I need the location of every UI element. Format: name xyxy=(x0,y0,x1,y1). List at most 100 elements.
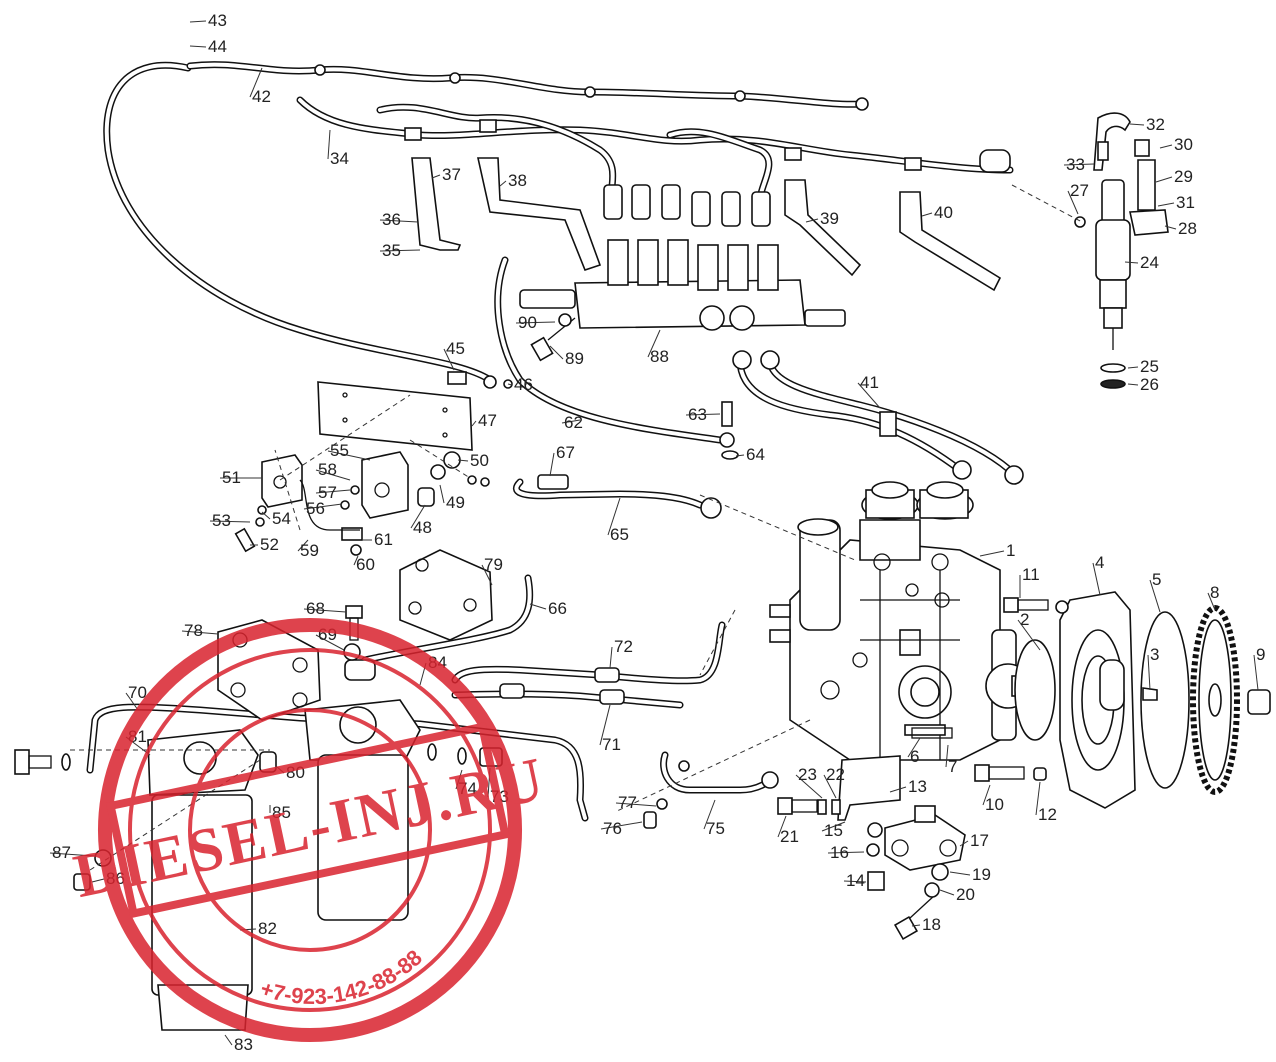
callout-63: 63 xyxy=(685,405,721,424)
leader-line xyxy=(410,504,426,529)
callout-number: 14 xyxy=(846,871,865,890)
callout-number: 25 xyxy=(1140,357,1159,376)
leader-line xyxy=(379,249,421,252)
callout-number: 56 xyxy=(306,499,325,518)
callout-number: 8 xyxy=(1210,583,1219,602)
common-rail-88 xyxy=(519,239,846,331)
callout-number: 83 xyxy=(234,1035,253,1054)
callout-44: 44 xyxy=(189,37,227,56)
washer-22 xyxy=(831,799,841,815)
callout-number: 62 xyxy=(564,413,583,432)
callout-number: 76 xyxy=(603,819,622,838)
callout-30: 30 xyxy=(1159,135,1193,154)
callout-number: 64 xyxy=(746,445,765,464)
leader-line xyxy=(607,497,621,536)
callout-number: 6 xyxy=(910,747,919,766)
callout-78: 78 xyxy=(181,621,219,640)
callout-26: 26 xyxy=(1127,375,1159,394)
bolt-10 xyxy=(974,764,1025,782)
callout-46: 46 xyxy=(507,375,533,394)
leader-line xyxy=(1129,123,1145,126)
bolt-86 xyxy=(73,873,91,891)
leader-line xyxy=(795,774,823,799)
callout-9: 9 xyxy=(1253,645,1265,691)
banjo-bolt-76 xyxy=(643,811,657,829)
callout-number: 19 xyxy=(972,865,991,884)
callout-number: 16 xyxy=(830,843,849,862)
callout-56: 56 xyxy=(303,499,343,518)
small-parts-left xyxy=(234,371,513,556)
leader-line xyxy=(805,218,819,223)
leader-line xyxy=(857,382,881,409)
leader-line xyxy=(249,67,263,98)
callout-number: 70 xyxy=(128,683,147,702)
callout-42: 42 xyxy=(249,67,271,106)
leader-line xyxy=(515,321,556,324)
leader-line xyxy=(261,511,271,520)
callout-7: 7 xyxy=(945,744,957,776)
leader-line xyxy=(889,786,907,793)
callout-number: 36 xyxy=(382,210,401,229)
callout-number: 15 xyxy=(824,821,843,840)
callout-45: 45 xyxy=(443,339,465,371)
callout-13: 13 xyxy=(889,777,927,796)
leader-line xyxy=(189,20,207,23)
callout-34: 34 xyxy=(327,129,349,168)
return-line-62 xyxy=(494,256,724,444)
callout-number: 35 xyxy=(382,241,401,260)
callout-number: 24 xyxy=(1140,253,1159,272)
callout-5: 5 xyxy=(1149,570,1161,613)
callout-number: 61 xyxy=(374,530,393,549)
leader-line xyxy=(379,219,419,223)
leader-line xyxy=(549,452,555,477)
leader-line xyxy=(1035,781,1041,816)
callout-27: 27 xyxy=(1067,181,1089,215)
callout-83: 83 xyxy=(224,1034,253,1054)
callout-number: 10 xyxy=(985,795,1004,814)
plate-47 xyxy=(317,381,473,451)
banjo-bolt-left xyxy=(14,749,71,775)
leader-line xyxy=(303,608,347,613)
callout-number: 23 xyxy=(798,765,817,784)
leader-line xyxy=(125,692,139,711)
key-3 xyxy=(1142,687,1158,701)
leader-line xyxy=(49,852,95,857)
bolt-11 xyxy=(1003,597,1049,613)
callout-number: 28 xyxy=(1178,219,1197,238)
callout-number: 60 xyxy=(356,555,375,574)
callout-number: 55 xyxy=(330,441,349,460)
hp-pipes-41 xyxy=(732,350,1024,485)
callout-number: 18 xyxy=(922,915,941,934)
leader-line xyxy=(327,129,331,160)
callout-number: 20 xyxy=(956,885,975,904)
callout-number: 46 xyxy=(514,375,533,394)
leader-line xyxy=(315,489,351,494)
filter-head-78 xyxy=(217,619,321,721)
bolt-18 xyxy=(893,894,936,941)
callout-67: 67 xyxy=(549,443,575,477)
callout-49: 49 xyxy=(439,484,465,512)
callout-number: 43 xyxy=(208,11,227,30)
callout-71: 71 xyxy=(599,704,621,754)
stud-6 xyxy=(911,727,953,739)
leader-line xyxy=(939,889,955,896)
leader-line xyxy=(735,454,745,457)
callout-41: 41 xyxy=(857,373,881,409)
callout-90: 90 xyxy=(515,313,556,332)
callout-23: 23 xyxy=(795,765,823,799)
leader-line xyxy=(1127,366,1139,369)
leader-line xyxy=(1157,202,1175,207)
callout-89: 89 xyxy=(549,345,584,368)
callout-number: 65 xyxy=(610,525,629,544)
callout-number: 58 xyxy=(318,460,337,479)
leader-line xyxy=(982,784,991,806)
callout-17: 17 xyxy=(959,831,989,850)
callout-58: 58 xyxy=(315,460,351,481)
bracket-37 xyxy=(411,157,462,251)
callout-number: 89 xyxy=(565,349,584,368)
o-ring-2 xyxy=(1014,639,1056,741)
leader-line xyxy=(189,45,207,48)
leader-line xyxy=(703,799,716,830)
washer-23 xyxy=(817,799,827,815)
callout-4: 4 xyxy=(1092,553,1104,596)
